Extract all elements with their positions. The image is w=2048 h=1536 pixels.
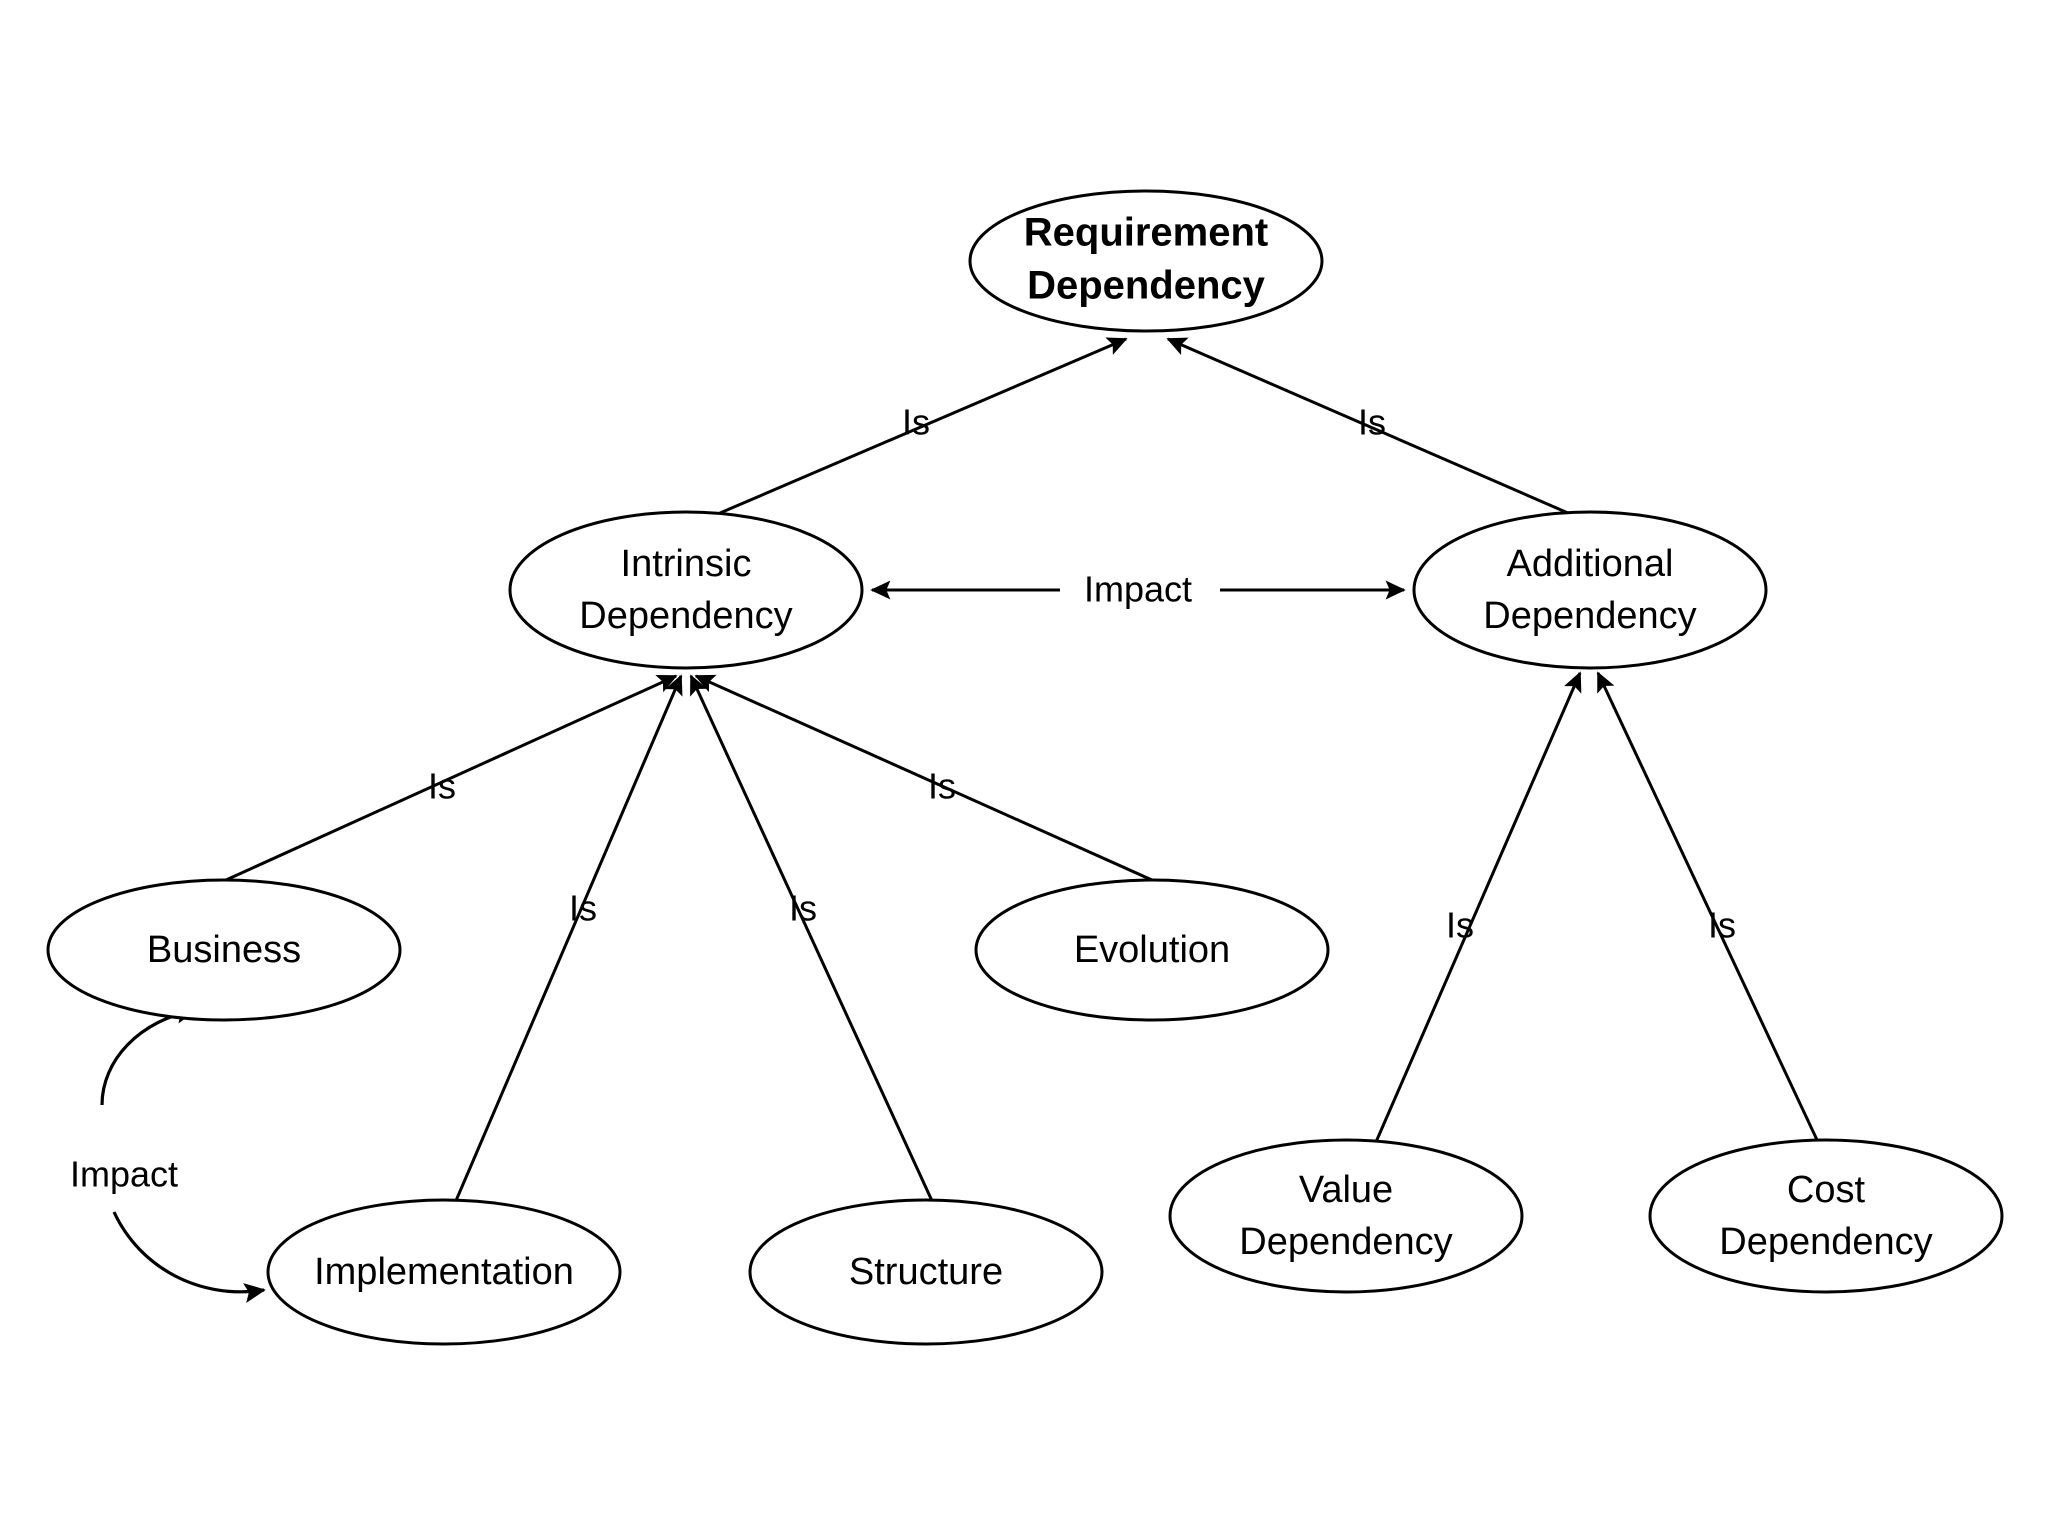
node-shape-value-dependency[interactable] [1168, 1138, 1524, 1294]
edge-layer: Is Is Impact Is Is [70, 337, 1820, 1303]
edge-line-value-additional [1374, 671, 1582, 1143]
edge-label-is-additional-requirement: Is [1358, 402, 1386, 443]
edge-intrinsic-impact-additional: Impact [870, 569, 1406, 610]
node-label-requirement-dependency-line1: Requirement [1024, 211, 1269, 255]
edge-curve-impact-to-implementation [112, 1211, 266, 1303]
node-implementation[interactable]: Implementation [266, 1198, 622, 1346]
node-label-business: Business [147, 929, 301, 971]
edge-label-is-cost-additional: Is [1708, 905, 1736, 946]
node-label-structure: Structure [849, 1251, 1003, 1293]
node-label-cost-dependency-line2: Dependency [1719, 1221, 1932, 1263]
edge-label-is-intrinsic-requirement: Is [902, 402, 930, 443]
node-intrinsic-dependency[interactable]: Intrinsic Dependency [508, 510, 864, 670]
node-shape-business[interactable] [46, 878, 402, 1022]
edge-line-structure-intrinsic [689, 674, 935, 1204]
node-label-additional-dependency-line2: Dependency [1483, 595, 1696, 637]
edge-structure-is-intrinsic: Is [689, 674, 935, 1204]
edge-implementation-is-intrinsic: Is [453, 674, 683, 1204]
edge-additional-is-requirement: Is [1166, 337, 1569, 515]
node-requirement-dependency[interactable]: Requirement Dependency [968, 189, 1324, 333]
node-value-dependency[interactable]: Value Dependency [1168, 1138, 1524, 1294]
edge-label-is-business-intrinsic: Is [428, 766, 456, 807]
edge-label-is-structure-intrinsic: Is [789, 888, 817, 929]
edge-intrinsic-is-requirement: Is [719, 337, 1128, 515]
edge-evolution-is-intrinsic: Is [694, 674, 1153, 882]
edge-label-impact-intrinsic-additional: Impact [1084, 569, 1192, 610]
node-label-additional-dependency-line1: Additional [1507, 543, 1674, 585]
edge-label-is-implementation-intrinsic: Is [569, 888, 597, 929]
edge-line-evolution-intrinsic [694, 674, 1153, 882]
edge-line-business-intrinsic [225, 674, 678, 882]
edge-label-is-value-additional: Is [1446, 905, 1474, 946]
edge-cost-is-additional: Is [1596, 671, 1820, 1143]
node-label-intrinsic-dependency-line2: Dependency [579, 595, 792, 637]
edge-label-impact-business-implementation: Impact [70, 1154, 178, 1195]
edge-business-is-intrinsic: Is [225, 674, 678, 882]
node-label-value-dependency-line2: Dependency [1239, 1221, 1452, 1263]
node-label-intrinsic-dependency-line1: Intrinsic [621, 543, 752, 585]
edge-line-cost-additional [1596, 671, 1820, 1143]
node-structure[interactable]: Structure [748, 1198, 1104, 1346]
node-evolution[interactable]: Evolution [974, 878, 1330, 1022]
edge-business-impact-implementation: Impact [70, 1003, 266, 1303]
node-label-evolution: Evolution [1074, 929, 1230, 971]
node-business[interactable]: Business [46, 878, 402, 1022]
node-shape-cost-dependency[interactable] [1648, 1138, 2004, 1294]
node-label-requirement-dependency-line2: Dependency [1027, 264, 1266, 308]
node-layer: Requirement Dependency Intrinsic Depende… [46, 189, 2004, 1346]
edge-line-additional-requirement [1166, 337, 1569, 515]
node-label-value-dependency-line1: Value [1299, 1169, 1393, 1211]
node-shape-structure[interactable] [748, 1198, 1104, 1346]
node-shape-evolution[interactable] [974, 878, 1330, 1022]
node-label-implementation: Implementation [314, 1251, 574, 1293]
node-cost-dependency[interactable]: Cost Dependency [1648, 1138, 2004, 1294]
node-label-cost-dependency-line1: Cost [1787, 1169, 1866, 1211]
edge-value-is-additional: Is [1374, 671, 1582, 1143]
edge-line-implementation-intrinsic [453, 674, 683, 1204]
edge-curve-impact-to-business [100, 1003, 198, 1106]
node-shape-additional-dependency[interactable] [1412, 510, 1768, 670]
node-shape-implementation[interactable] [266, 1198, 622, 1346]
edge-label-is-evolution-intrinsic: Is [928, 766, 956, 807]
node-shape-intrinsic-dependency[interactable] [508, 510, 864, 670]
edge-line-intrinsic-requirement [719, 337, 1128, 515]
node-shape-requirement-dependency[interactable] [968, 189, 1324, 333]
node-additional-dependency[interactable]: Additional Dependency [1412, 510, 1768, 670]
